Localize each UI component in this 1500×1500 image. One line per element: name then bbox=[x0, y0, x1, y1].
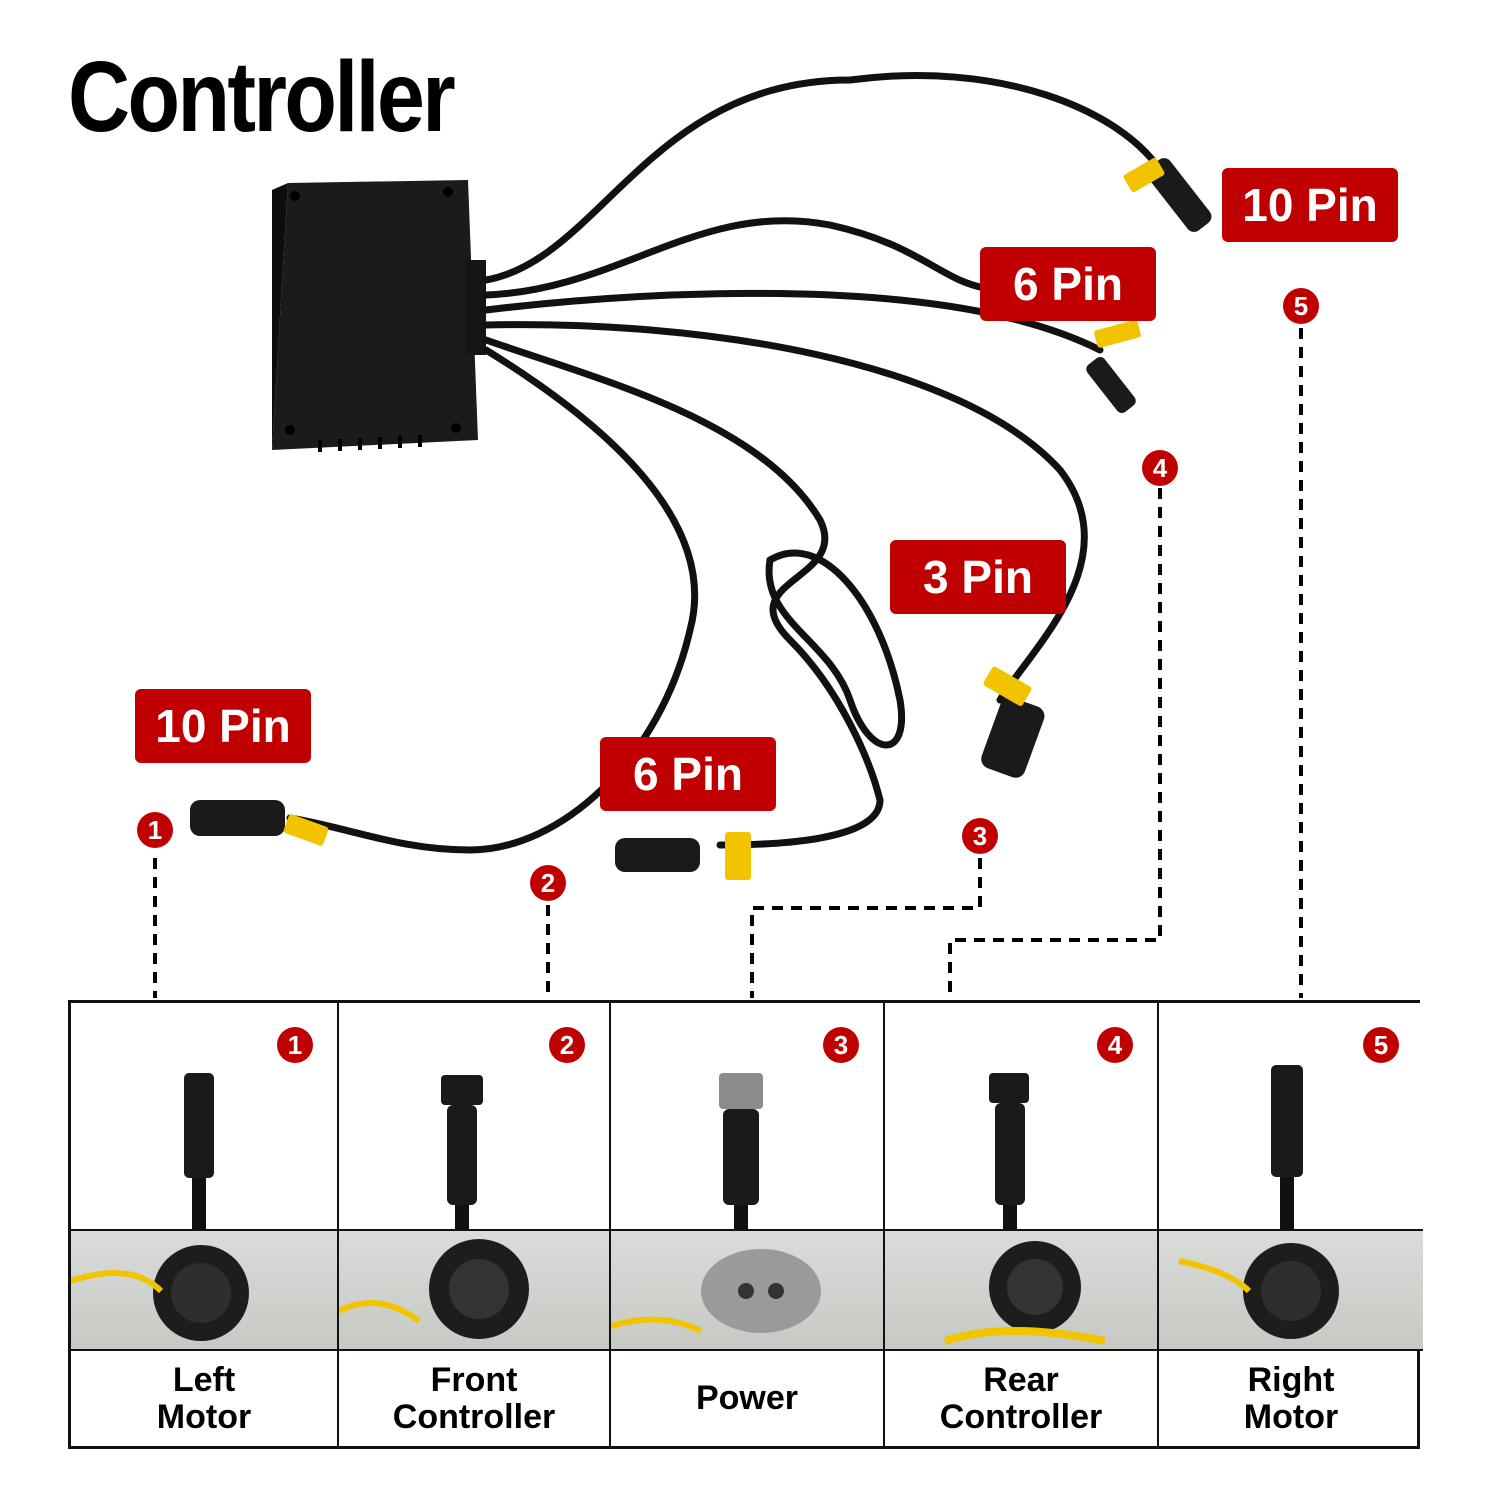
connector-cell-front-controller: 2 Front Controller bbox=[339, 1003, 611, 1446]
connector-plug-icon bbox=[989, 1073, 1029, 1229]
connector-photo bbox=[1159, 1229, 1423, 1351]
cell-badge: 1 bbox=[277, 1027, 313, 1063]
leader-lines bbox=[153, 328, 1303, 998]
connector-name: Front Controller bbox=[392, 1360, 556, 1436]
connector-plug-icon bbox=[184, 1073, 214, 1229]
connector-photo bbox=[885, 1229, 1157, 1351]
connector-plug-icon bbox=[719, 1073, 763, 1229]
pin-label-10-left: 10 Pin bbox=[135, 689, 311, 763]
connector-cell-right-motor: 5 Right Motor bbox=[1159, 1003, 1423, 1446]
page-title: Controller bbox=[68, 41, 456, 153]
badge-4: 4 bbox=[1142, 450, 1178, 486]
connector-photo bbox=[71, 1229, 337, 1351]
cable-icon bbox=[286, 72, 1164, 854]
connector-plug-icon bbox=[441, 1075, 483, 1229]
tape-icon bbox=[283, 157, 1165, 880]
badge-2: 2 bbox=[530, 865, 566, 901]
cell-badge: 4 bbox=[1097, 1027, 1133, 1063]
connector-plug-icon bbox=[190, 158, 1212, 872]
pin-label-3: 3 Pin bbox=[890, 540, 1066, 614]
connector-cell-rear-controller: 4 Rear Controller bbox=[885, 1003, 1159, 1446]
connector-name: Left Motor bbox=[156, 1360, 252, 1436]
pin-label-6-right: 6 Pin bbox=[980, 247, 1156, 321]
connector-name: Power bbox=[695, 1379, 799, 1417]
connector-name: Rear Controller bbox=[939, 1360, 1103, 1436]
connector-cell-left-motor: 1 Left Motor bbox=[71, 1003, 339, 1446]
connector-cell-power: 3 Power bbox=[611, 1003, 885, 1446]
badge-5: 5 bbox=[1283, 288, 1319, 324]
pin-label-6-left: 6 Pin bbox=[600, 737, 776, 811]
badge-3: 3 bbox=[962, 818, 998, 854]
connector-photo bbox=[339, 1229, 609, 1351]
badge-1: 1 bbox=[137, 812, 173, 848]
pin-label-10-right: 10 Pin bbox=[1222, 168, 1398, 242]
cell-badge: 3 bbox=[823, 1027, 859, 1063]
connector-table: 1 Left Motor 2 bbox=[68, 1000, 1423, 1449]
connector-name: Right Motor bbox=[1243, 1360, 1339, 1436]
connector-photo bbox=[611, 1229, 883, 1351]
controller-box-icon bbox=[272, 180, 486, 452]
connector-plug-icon bbox=[1271, 1065, 1303, 1229]
cell-badge: 2 bbox=[549, 1027, 585, 1063]
cell-badge: 5 bbox=[1363, 1027, 1399, 1063]
